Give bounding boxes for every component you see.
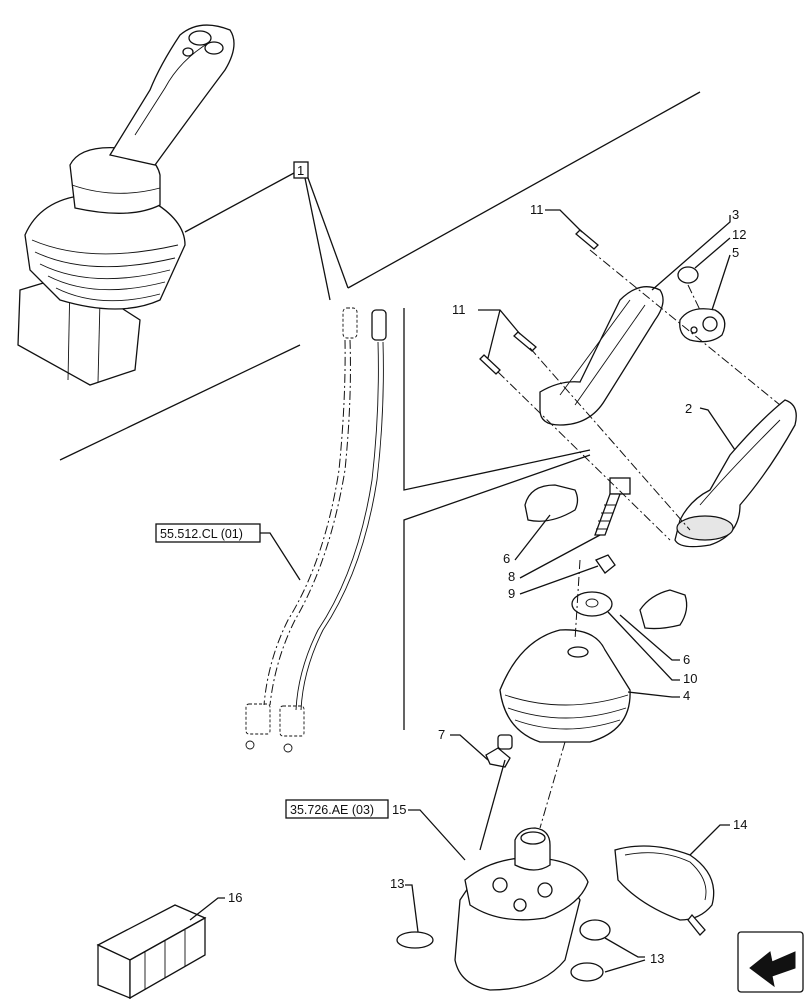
reference-valve: 35.726.AE (03) 15: [285, 799, 466, 861]
cap-and-plate: [677, 266, 726, 343]
callout-10: 10: [683, 671, 697, 686]
handle-shell-right: [674, 399, 797, 548]
callout-6-right: 6: [683, 652, 690, 667]
callout-8: 8: [508, 569, 515, 584]
callout-13-left: 13: [390, 876, 404, 891]
clamps: [396, 919, 611, 982]
assembly-axes: [497, 249, 781, 829]
pads: [524, 484, 688, 630]
callout-7: 7: [438, 727, 445, 742]
section-dividers: [59, 91, 701, 730]
callout-2: 2: [685, 401, 692, 416]
harness-loop: [614, 845, 715, 936]
callout-3: 3: [732, 207, 739, 222]
crate-icon: [96, 904, 207, 1000]
callout-11-top: 11: [530, 202, 544, 217]
callout-14: 14: [733, 817, 747, 832]
callout-16: 16: [228, 890, 242, 905]
callout-6-left: 6: [503, 551, 510, 566]
callout-12: 12: [732, 227, 746, 242]
joystick-assembly: [17, 24, 235, 386]
reference-wiring: 55.512.CL (01): [155, 523, 301, 581]
callout-15: 15: [392, 802, 406, 817]
handle-shell-left: [539, 286, 664, 426]
callout-4: 4: [683, 688, 690, 703]
callout-9: 9: [508, 586, 515, 601]
screws: [479, 229, 599, 375]
callout-5: 5: [732, 245, 739, 260]
callout-11-mid: 11: [452, 302, 466, 317]
micro-switch: [485, 734, 513, 768]
wiring-harness: [245, 307, 387, 753]
bolt-nut-washer: [571, 477, 631, 617]
reference-valve-label: 35.726.AE (03): [290, 803, 374, 817]
arrow-icon[interactable]: [737, 931, 804, 993]
callout-leaders: [189, 209, 736, 973]
reference-wiring-label: 55.512.CL (01): [160, 527, 243, 541]
callout-numbers: 11 3 12 5 11 2 6 8 9 6 10 4 7 13 13 14 1…: [228, 202, 747, 966]
callout-1: 1: [297, 163, 304, 178]
pilot-valve: [454, 827, 589, 991]
callout-13-right: 13: [650, 951, 664, 966]
rubber-boot: [499, 629, 631, 743]
callout-1-group: 1: [184, 161, 349, 301]
